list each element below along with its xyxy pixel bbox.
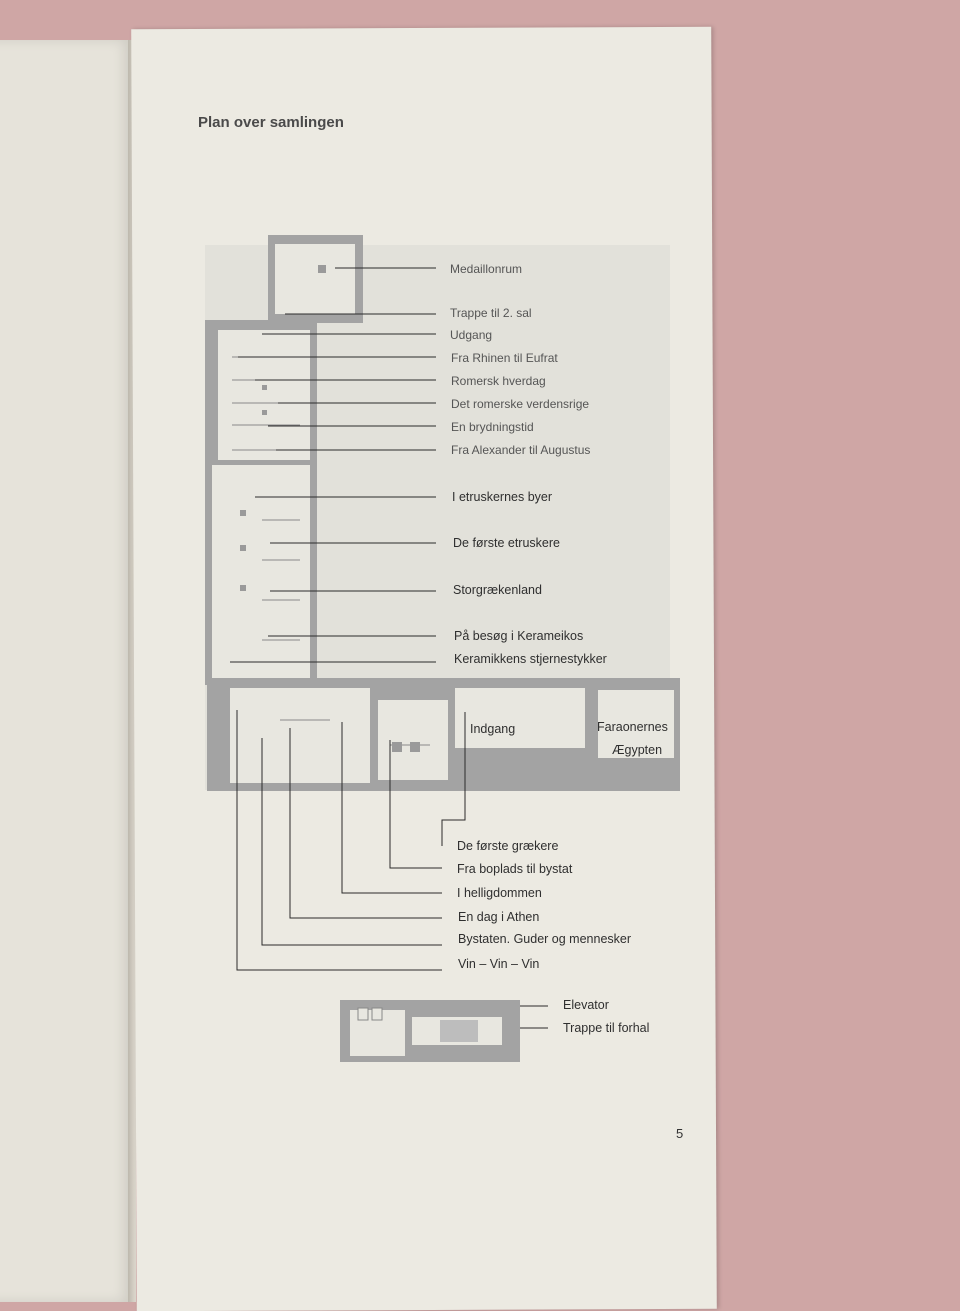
floor-plan — [205, 235, 680, 1062]
leader-lines — [230, 267, 548, 1029]
room-label: Bystaten. Guder og mennesker — [458, 932, 632, 946]
room-label: Fra Rhinen til Eufrat — [451, 351, 558, 365]
entrance-label: Indgang — [470, 722, 516, 736]
page-title: Plan over samlingen — [198, 114, 344, 131]
room-label: Det romerske verdensrige — [451, 397, 590, 411]
room-label: De første etruskere — [453, 536, 560, 550]
room-label: Romersk hverdag — [451, 374, 546, 388]
room-label: De første grækere — [457, 839, 559, 853]
room-block — [218, 330, 310, 460]
room-label: I etruskernes byer — [452, 490, 553, 504]
room-label: På besøg i Kerameikos — [454, 629, 584, 643]
elevator-label: Elevator — [563, 998, 609, 1012]
stair-plan-inset — [340, 1000, 520, 1062]
room-label: Vin – Vin – Vin — [458, 957, 540, 971]
stairs-label: Trappe til forhal — [563, 1021, 650, 1035]
egypt-label-line2: Ægypten — [612, 743, 663, 757]
room-block — [212, 465, 310, 680]
room-label: Medaillonrum — [450, 262, 523, 276]
left-page — [0, 40, 132, 1302]
display-cases — [240, 265, 420, 752]
room-label: Udgang — [450, 328, 493, 342]
room-label: En brydningstid — [451, 420, 534, 434]
book-gutter — [128, 40, 136, 1302]
room-label: Keramikkens stjernestykker — [454, 652, 607, 666]
page-number: 5 — [676, 1126, 684, 1141]
egypt-label-line1: Faraonernes — [597, 720, 668, 734]
room-label: I helligdommen — [457, 886, 542, 900]
room-label: En dag i Athen — [458, 910, 540, 924]
room-label: Fra Alexander til Augustus — [451, 443, 591, 457]
room-label: Fra boplads til bystat — [457, 862, 573, 876]
room-label: Trappe til 2. sal — [450, 306, 532, 320]
room-label: Storgrækenland — [453, 583, 542, 597]
